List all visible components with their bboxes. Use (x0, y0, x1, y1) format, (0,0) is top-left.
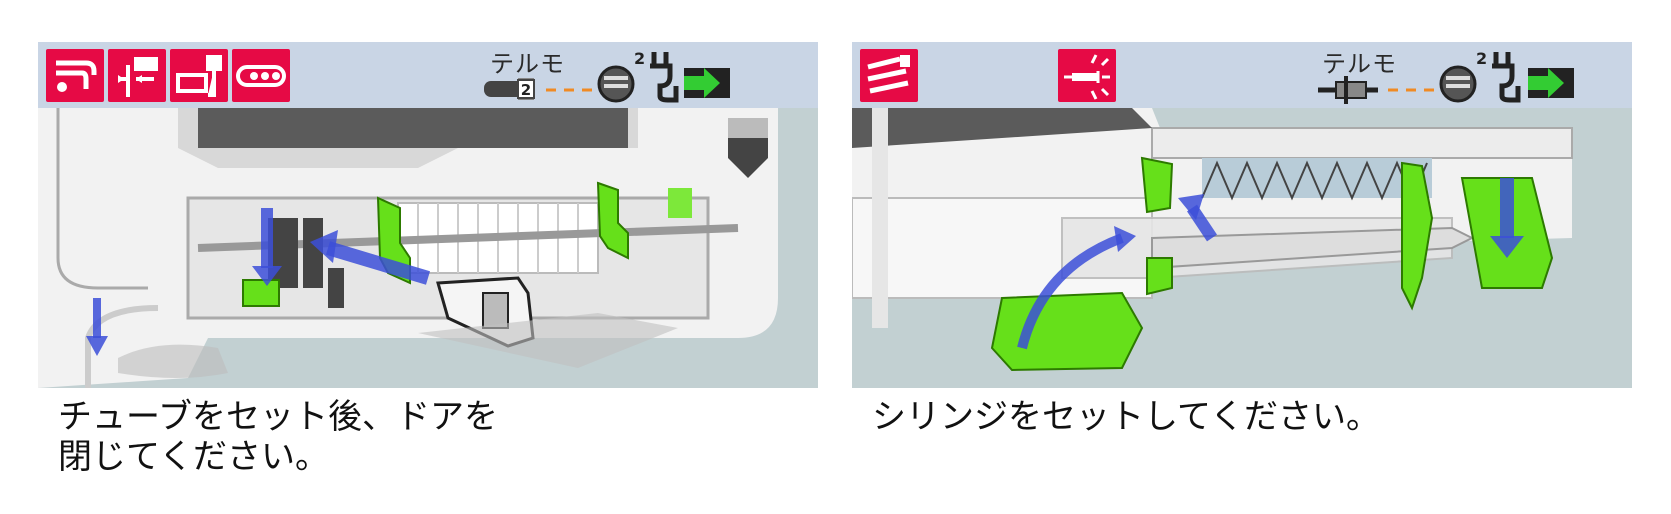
pump-drip-icon (170, 49, 228, 102)
drip-sensor-icon (108, 49, 166, 102)
syringe-status-icon (1318, 76, 1378, 104)
brand-label: テルモ (1322, 50, 1397, 78)
status-bar: テルモ 2 2 (38, 42, 818, 108)
status-bar: テルモ 2 (852, 42, 1632, 108)
set-number: 2 (521, 81, 531, 99)
infusion-set-icon: 2 (484, 78, 535, 100)
instruction-text: チューブをセット後、ドアを 閉じてください。 (58, 397, 498, 477)
ac-plug-icon (1492, 52, 1521, 103)
syringe-select-icon (860, 49, 918, 102)
iv-set-icon (46, 49, 104, 102)
tube-loading-illustration (38, 108, 818, 388)
syringe-loading-illustration (852, 108, 1632, 388)
status-indicators: 2 (1318, 49, 1574, 104)
battery-gauge-icon: 2 (1439, 49, 1487, 103)
power-level: 2 (1476, 49, 1487, 68)
battery-charge-icon (684, 68, 730, 98)
instruction-text: シリンジをセットしてください。 (872, 397, 1380, 437)
status-indicators: 2 2 (484, 49, 730, 103)
brand-label: テルモ (490, 50, 565, 78)
power-level: 2 (634, 49, 645, 68)
tube-clamp-icon (232, 49, 290, 102)
battery-gauge-icon: 2 (597, 49, 645, 103)
syringe-flash-icon (1058, 49, 1116, 102)
ac-plug-icon (650, 52, 679, 103)
battery-charge-icon (1528, 68, 1574, 98)
